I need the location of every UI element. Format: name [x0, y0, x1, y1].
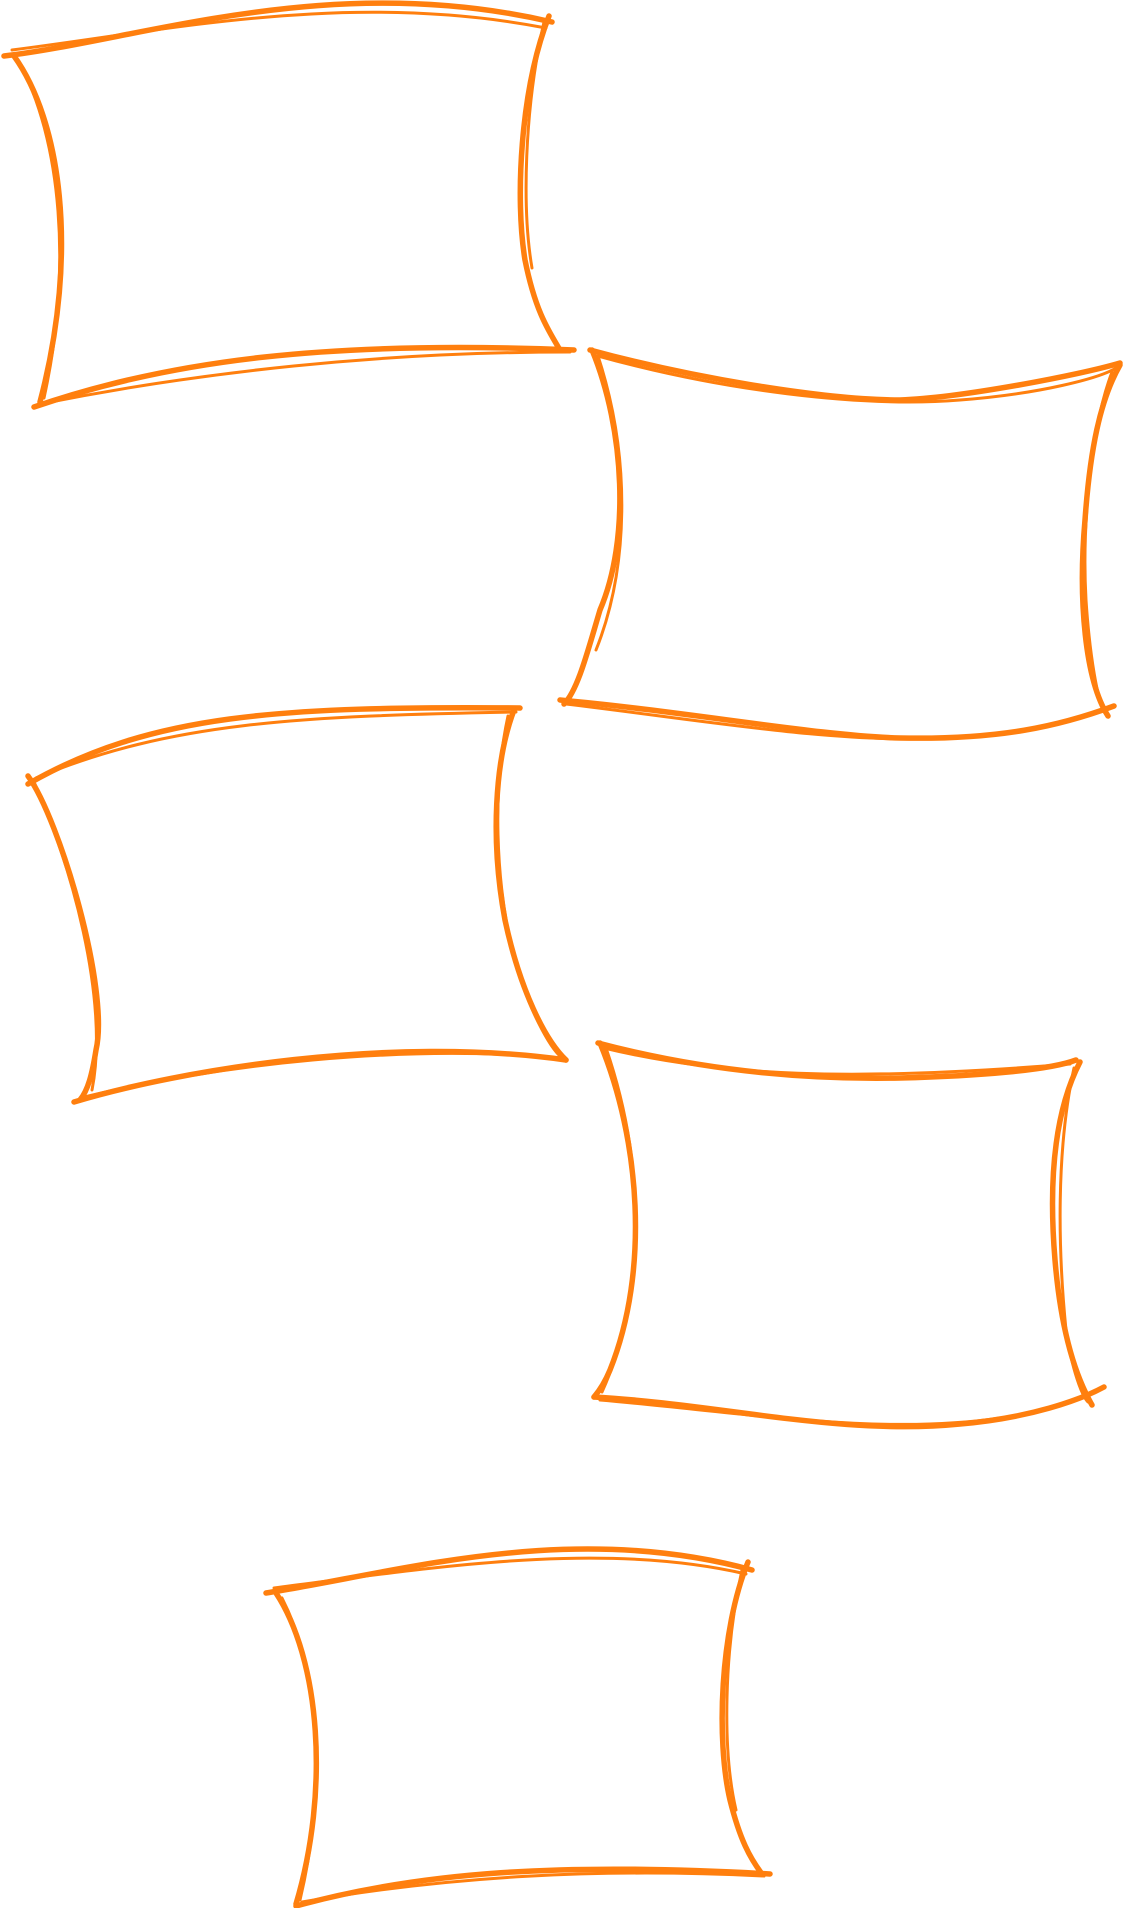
frame-2-top-edge-echo — [596, 354, 1118, 404]
frame-4-left-edge — [591, 1040, 639, 1400]
frame-1-right-edge-echo — [524, 20, 546, 270]
frame-4-bottom-edge-echo — [598, 1398, 1002, 1426]
sketch-frame-1 — [1, 0, 577, 410]
frame-2-bottom-edge-echo — [564, 702, 942, 741]
frame-5-right-edge-echo — [725, 1568, 744, 1812]
frame-5-left-edge-echo — [280, 1596, 318, 1902]
sketch-frame-2 — [557, 347, 1123, 741]
frame-5-top-edge-echo — [272, 1556, 748, 1590]
frame-3-bottom-edge-echo — [78, 1051, 562, 1100]
frame-2-bottom-edge — [557, 697, 1117, 741]
frame-1-bottom-edge — [31, 344, 577, 410]
frame-3-right-edge-echo — [496, 714, 564, 1060]
frame-1-bottom-edge-echo — [38, 350, 572, 406]
frame-4-right-edge — [1049, 1059, 1095, 1408]
frame-4-bottom-edge — [591, 1384, 1107, 1430]
frame-1-right-edge — [517, 13, 563, 353]
frame-1-left-edge-echo — [16, 58, 62, 400]
frame-1-top-edge-echo — [10, 10, 548, 52]
frame-5-right-edge — [719, 1559, 765, 1877]
sketch-frame-5 — [263, 1546, 773, 1908]
frame-4-right-edge-echo — [1058, 1066, 1090, 1404]
frame-4-top-edge-echo — [602, 1046, 1072, 1076]
frame-3-top-edge — [25, 704, 523, 787]
frame-5-top-edge — [263, 1546, 755, 1596]
frame-1-top-edge — [1, 0, 555, 59]
sketch-frame-4 — [591, 1040, 1107, 1430]
frame-2-left-edge — [561, 347, 623, 707]
frame-3-left-edge-echo — [32, 780, 98, 1092]
frame-2-top-edge — [587, 347, 1123, 403]
sketch-frame-3 — [25, 704, 569, 1105]
frame-2-right-edge — [1079, 362, 1123, 719]
frame-4-left-edge-echo — [600, 1046, 638, 1394]
frame-2-right-edge-echo — [1083, 370, 1114, 714]
frame-3-left-edge — [25, 773, 102, 1103]
frame-2-left-edge-echo — [594, 354, 624, 652]
frame-5-left-edge — [273, 1590, 320, 1907]
frame-3-top-edge-echo — [34, 710, 518, 780]
frame-5-bottom-edge-echo — [300, 1871, 766, 1904]
